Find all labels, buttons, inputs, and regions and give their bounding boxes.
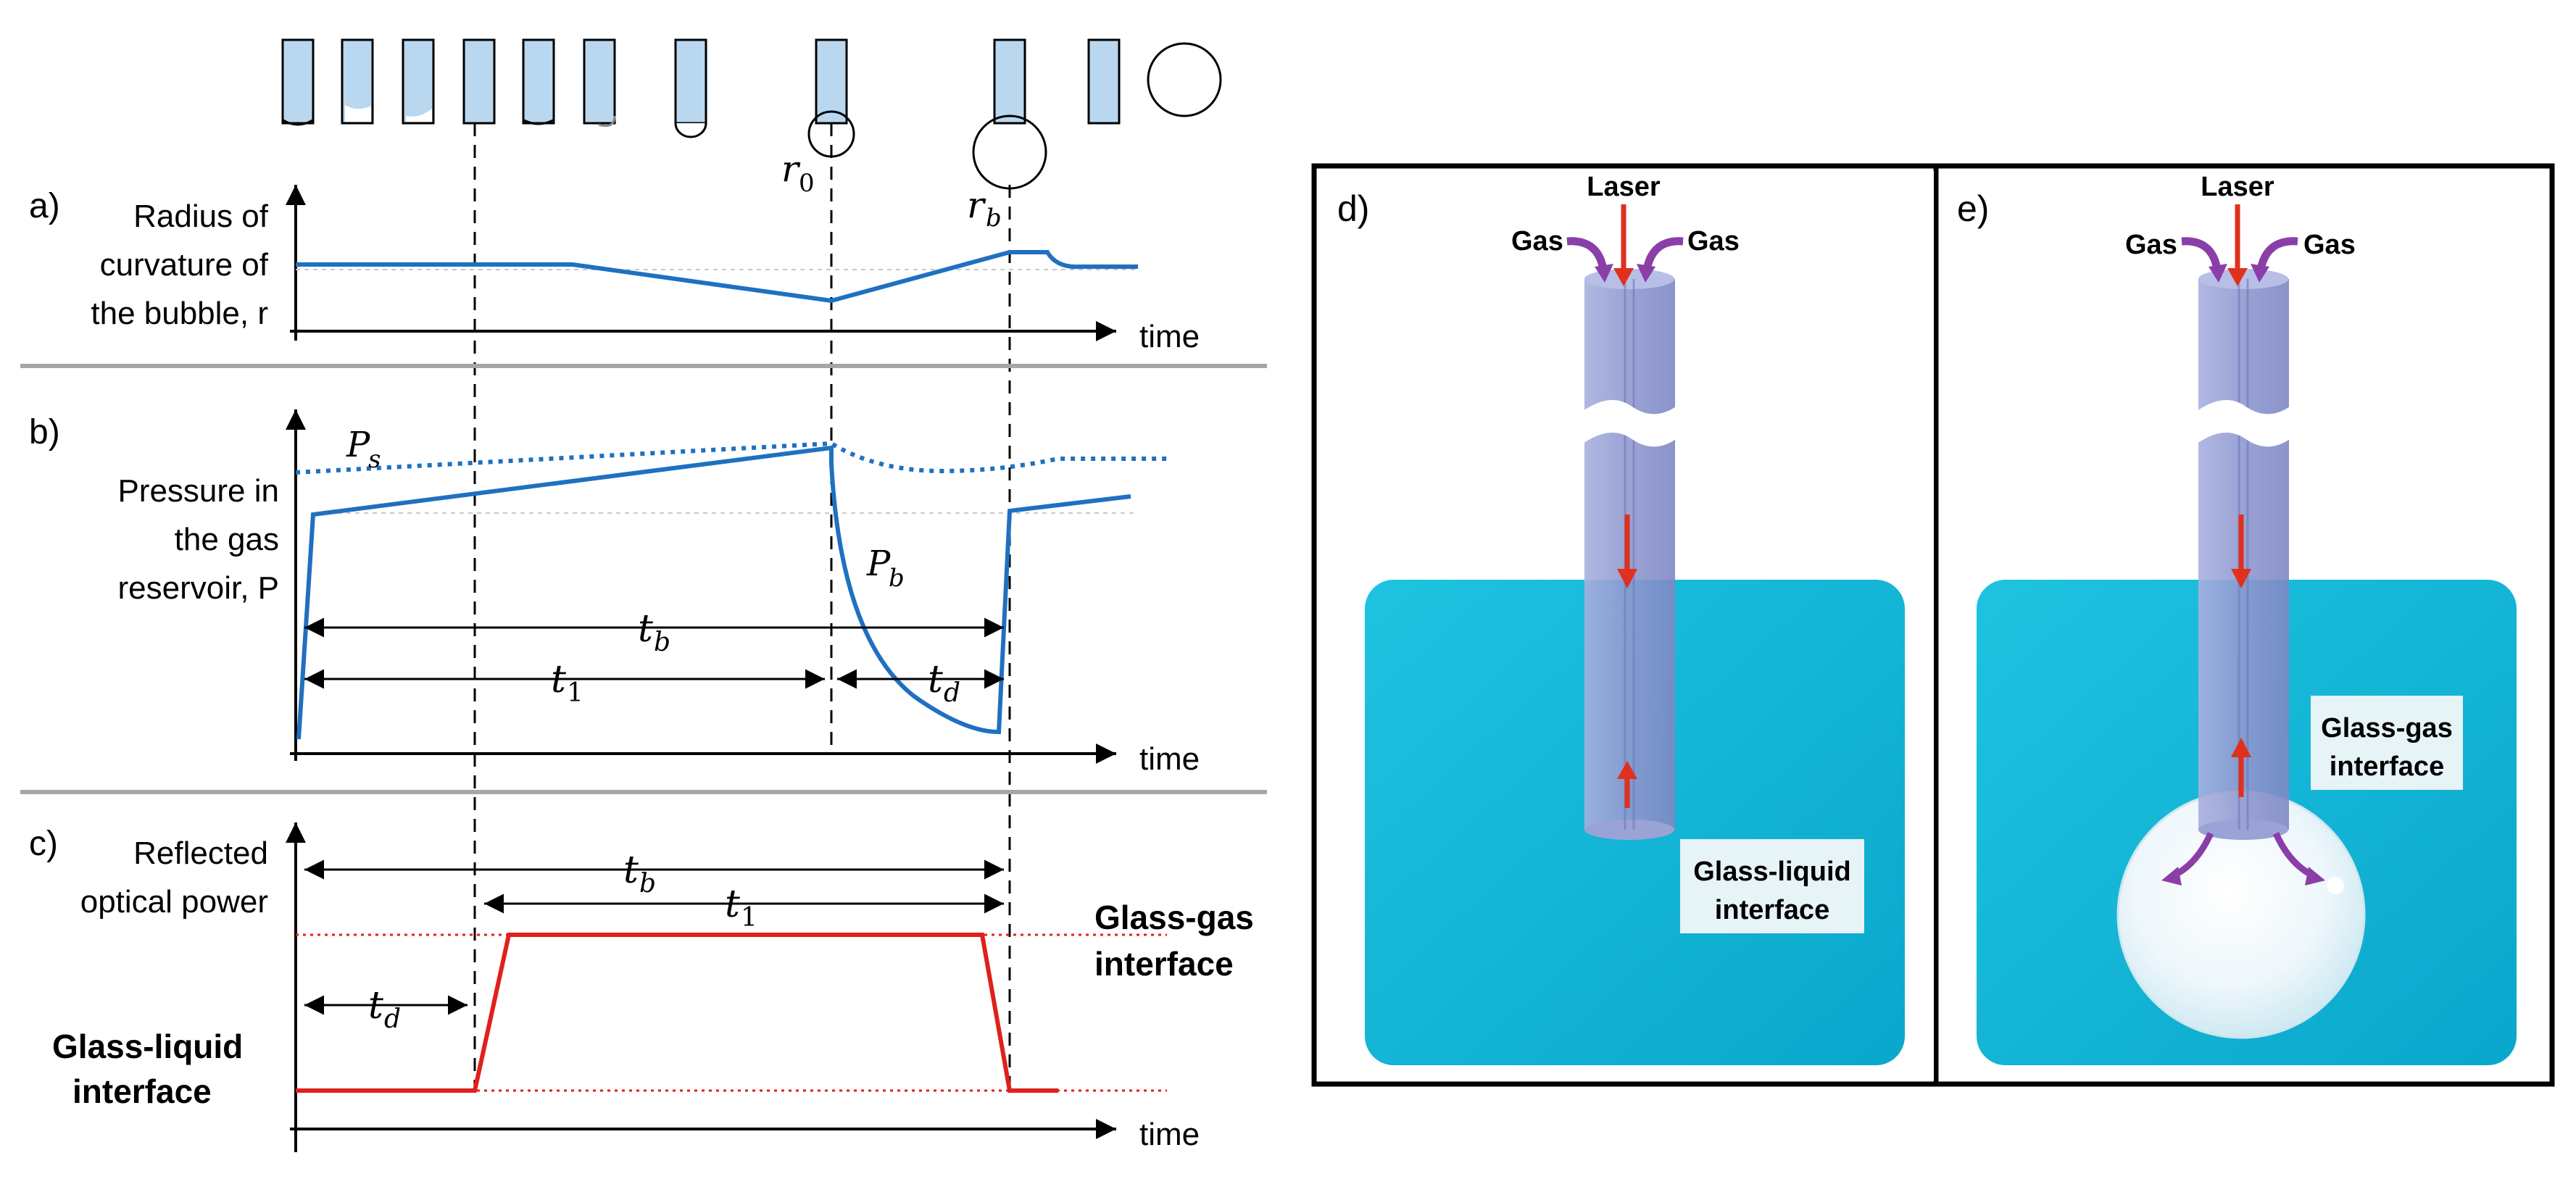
svg-text:b: b [654, 628, 670, 657]
label-glass-gas-1: Glass-gas [1094, 899, 1254, 936]
svg-text:t: t [551, 658, 566, 701]
capillary-sequence [281, 38, 1222, 190]
panel-e-interface-2: interface [2330, 751, 2444, 782]
panel-b-ylabel-1: Pressure in [117, 473, 279, 509]
panel-a-letter: a) [29, 187, 60, 225]
panel-a-xlabel: time [1139, 319, 1200, 354]
panel-e-gas-left: Gas [2125, 230, 2177, 260]
svg-text:t: t [623, 849, 639, 892]
svg-text:1: 1 [741, 903, 757, 933]
svg-text:b: b [986, 204, 1002, 233]
up-arrow-d [1617, 761, 1637, 808]
panel-d-fiber [1580, 269, 1682, 840]
laser-arrow-d [1613, 204, 1634, 286]
panel-a: a) Radius of curvature of the bubble, r … [29, 148, 1200, 354]
panel-a-ylabel-1: Radius of [133, 199, 269, 234]
label-ps: P s [346, 425, 381, 474]
svg-text:t: t [725, 883, 740, 926]
panel-a-ylabel-2: curvature of [100, 247, 269, 283]
svg-text:d: d [384, 1004, 401, 1034]
panel-c-ylabel-1: Reflected [133, 836, 268, 871]
panel-d-letter: d) [1337, 188, 1369, 229]
capillary-5 [522, 38, 555, 125]
capillary-7 [674, 38, 707, 138]
svg-text:b: b [889, 564, 905, 593]
svg-text:1: 1 [567, 678, 583, 708]
curve-reflected-power [296, 933, 1058, 1093]
label-pb: P b [866, 543, 905, 593]
capillary-10 [1087, 38, 1121, 125]
detached-bubble [1147, 42, 1222, 117]
capillary-9 [972, 38, 1047, 190]
panel-a-ylabel-3: the bubble, r [91, 296, 268, 331]
label-tb-b: t b [638, 607, 670, 657]
gas-arrow-d-left [1566, 237, 1608, 271]
panel-d-interface-2: interface [1715, 895, 1829, 925]
panel-c-ylabel-2: optical power [80, 884, 268, 920]
panel-b-xlabel: time [1139, 741, 1200, 777]
svg-text:b: b [639, 869, 656, 899]
capillary-2 [341, 38, 374, 125]
label-t1-b: t 1 [551, 658, 583, 708]
svg-text:t: t [368, 984, 383, 1028]
panel-e-interface-box [2311, 696, 2463, 790]
label-r0: r 0 [781, 148, 815, 198]
capillary-3 [402, 38, 435, 125]
capillary-1 [281, 38, 315, 126]
panel-d-gas-left: Gas [1511, 226, 1563, 257]
capillary-4 [462, 38, 496, 125]
label-glass-liquid-1: Glass-liquid [52, 1028, 243, 1065]
panel-b-ylabel-2: the gas [175, 522, 279, 557]
label-tb-c: t b [623, 849, 656, 899]
down-arrow-d [1617, 514, 1637, 588]
capillary-8 [807, 38, 855, 158]
panel-c-letter: c) [29, 825, 58, 863]
svg-text:P: P [866, 543, 891, 584]
label-t1-c: t 1 [725, 883, 757, 933]
gas-arrow-e-left [2181, 237, 2222, 271]
panel-e-gas-right: Gas [2303, 230, 2356, 260]
svg-text:0: 0 [799, 169, 815, 198]
label-td-c: t d [368, 984, 401, 1034]
panel-b-letter: b) [29, 413, 60, 451]
svg-text:P: P [346, 425, 370, 465]
svg-text:s: s [368, 445, 381, 474]
panel-b: b) Pressure in the gas reservoir, P time… [29, 409, 1200, 777]
panel-d-gas-right: Gas [1687, 226, 1740, 257]
panel-d-interface-1: Glass-liquid [1693, 857, 1850, 887]
panel-d: d) Laser Gas Gas Glass-liquid i [1319, 171, 1934, 1081]
svg-text:d: d [944, 678, 960, 708]
panel-b-ylabel-3: reservoir, P [117, 570, 279, 606]
dashed-guides [473, 123, 1011, 1096]
panel-e-laser-label: Laser [2201, 172, 2274, 202]
panel-c-xlabel: time [1139, 1117, 1200, 1152]
panel-c: c) Reflected optical power time t b t 1 … [29, 822, 1254, 1152]
capillary-6 [583, 38, 616, 127]
curve-pressure [296, 445, 1131, 740]
gas-arrow-d-right [1642, 237, 1684, 271]
up-arrow-e [2231, 738, 2251, 797]
panel-a-radius-curve [296, 250, 1138, 304]
gas-arrow-e-right [2256, 237, 2298, 271]
curve-ps [295, 441, 1167, 475]
svg-text:t: t [638, 607, 653, 651]
panel-e: e) Laser Gas Gas [1939, 171, 2549, 1081]
label-glass-gas-2: interface [1094, 945, 1234, 983]
down-arrow-e [2231, 514, 2251, 588]
label-td-b: t d [928, 658, 960, 708]
panel-e-letter: e) [1957, 188, 1989, 229]
bubble-arrows-e [2161, 832, 2325, 886]
svg-text:r: r [967, 184, 986, 226]
svg-text:r: r [781, 148, 801, 190]
svg-text:t: t [928, 658, 943, 701]
panel-d-interface-box [1680, 839, 1864, 933]
panel-e-interface-1: Glass-gas [2321, 713, 2453, 743]
label-rb: r b [967, 184, 1002, 233]
label-glass-liquid-2: interface [72, 1072, 212, 1110]
panel-de-frame [1311, 163, 2555, 1087]
panel-d-laser-label: Laser [1587, 172, 1661, 202]
laser-arrow-e [2227, 204, 2248, 286]
